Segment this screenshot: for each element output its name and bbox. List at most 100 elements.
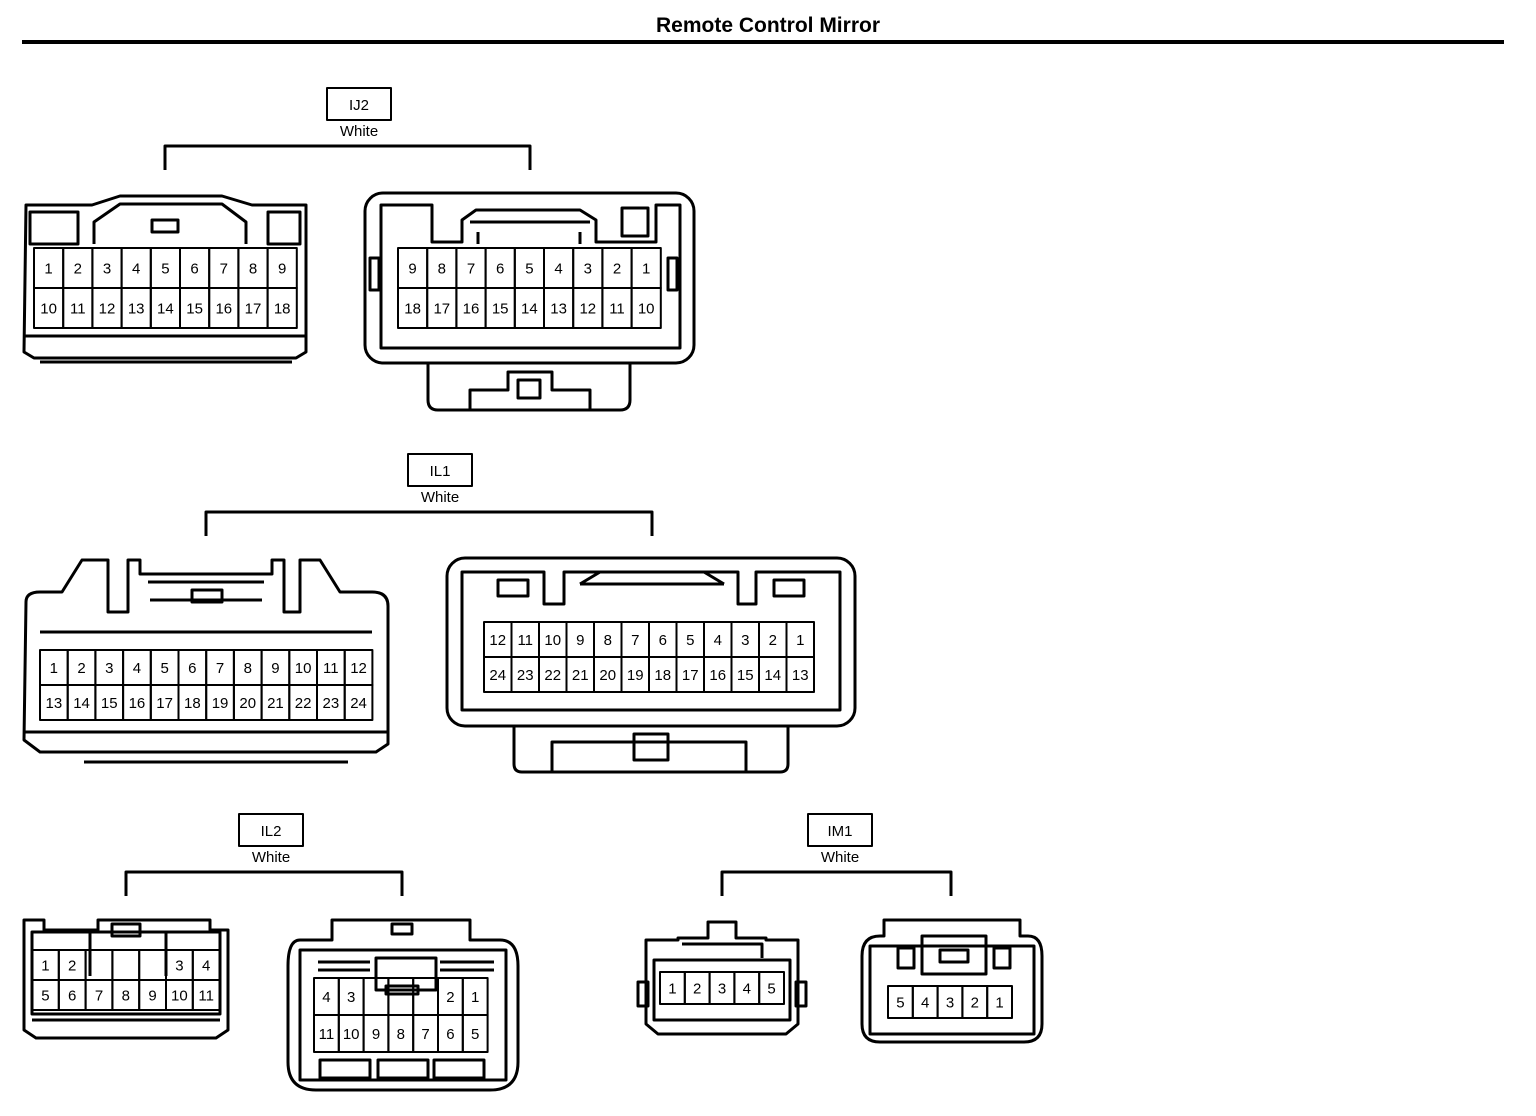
pin-number: 2	[769, 632, 777, 649]
pin-number: 20	[599, 667, 616, 684]
pin-number: 1	[44, 260, 52, 277]
pin-number: 11	[609, 300, 625, 317]
pin-number: 3	[175, 957, 183, 974]
pin-number: 8	[244, 660, 252, 677]
il1-right-housing	[445, 556, 857, 774]
pin-number: 12	[350, 660, 367, 677]
pin-number: 9	[278, 260, 286, 277]
pin-number: 4	[133, 660, 141, 677]
pin-number: 5	[525, 260, 533, 277]
pin-number: 8	[249, 260, 257, 277]
pin-number: 21	[572, 667, 589, 684]
connector-code: IL2	[261, 823, 282, 840]
pin-number: 5	[471, 1026, 479, 1043]
connector-color: White	[340, 123, 378, 140]
pin-blank-cell	[412, 977, 440, 1016]
pin-number: 4	[921, 994, 929, 1011]
pin-number: 5	[686, 632, 694, 649]
pin-number: 3	[741, 632, 749, 649]
im1-left-housing	[636, 920, 808, 1036]
pin-number: 1	[471, 989, 479, 1006]
pin-number: 10	[343, 1026, 360, 1043]
pin-number: 5	[896, 994, 904, 1011]
connector-code: IJ2	[349, 97, 369, 114]
connector-code-box	[238, 813, 304, 847]
pin-number: 16	[709, 667, 726, 684]
pin-number: 13	[46, 695, 63, 712]
pin-number: 13	[792, 667, 809, 684]
pin-number: 15	[186, 300, 203, 317]
pin-number: 3	[584, 260, 592, 277]
pin-number: 15	[101, 695, 118, 712]
pin-number: 16	[463, 300, 480, 317]
pin-number: 21	[267, 695, 284, 712]
pin-blank-cell	[111, 949, 141, 981]
pin-number: 9	[372, 1026, 380, 1043]
pin-number: 11	[517, 632, 533, 649]
pin-number: 6	[68, 987, 76, 1004]
pin-number: 3	[103, 260, 111, 277]
pin-cell	[630, 287, 662, 329]
pin-number: 9	[148, 987, 156, 1004]
pin-number: 2	[77, 660, 85, 677]
pin-number: 4	[322, 989, 330, 1006]
pin-number: 18	[654, 667, 671, 684]
pin-number: 3	[347, 989, 355, 1006]
pin-number: 18	[274, 300, 291, 317]
title-rule	[22, 40, 1504, 44]
pin-cell	[758, 971, 786, 1005]
pin-number: 3	[946, 994, 954, 1011]
pin-number: 13	[128, 300, 145, 317]
bracket	[163, 144, 532, 170]
pin-cell	[191, 979, 221, 1011]
pin-number: 19	[212, 695, 229, 712]
pin-number: 6	[188, 660, 196, 677]
pin-number: 6	[659, 632, 667, 649]
pin-number: 7	[421, 1026, 429, 1043]
pin-number: 19	[627, 667, 644, 684]
pin-number: 2	[74, 260, 82, 277]
connector-color: White	[821, 849, 859, 866]
pin-number: 16	[129, 695, 146, 712]
pin-number: 4	[743, 980, 751, 997]
pin-number: 6	[190, 260, 198, 277]
pin-number: 20	[239, 695, 256, 712]
pin-cell	[986, 985, 1014, 1019]
pin-number: 1	[796, 632, 804, 649]
connector-color: White	[252, 849, 290, 866]
pin-number: 22	[295, 695, 312, 712]
pin-number: 9	[408, 260, 416, 277]
connector-color: White	[421, 489, 459, 506]
pin-number: 4	[202, 957, 210, 974]
pin-number: 15	[492, 300, 509, 317]
pin-number: 10	[638, 300, 655, 317]
pin-number: 7	[220, 260, 228, 277]
pin-number: 11	[323, 660, 339, 677]
pin-number: 1	[50, 660, 58, 677]
pin-cell	[785, 656, 815, 693]
pin-number: 11	[319, 1026, 335, 1043]
im1-right-housing	[860, 918, 1044, 1044]
pin-number: 18	[184, 695, 201, 712]
pin-cell	[461, 1014, 489, 1053]
pin-number: 11	[198, 987, 214, 1004]
pin-number: 11	[70, 300, 86, 317]
pin-number: 5	[161, 260, 169, 277]
pin-number: 2	[446, 989, 454, 1006]
pin-number: 16	[215, 300, 232, 317]
pin-number: 1	[668, 980, 676, 997]
pin-cell	[343, 684, 374, 721]
pin-number: 12	[489, 632, 506, 649]
page-title: Remote Control Mirror	[655, 14, 880, 37]
pin-number: 2	[693, 980, 701, 997]
pin-number: 1	[995, 994, 1003, 1011]
pin-number: 2	[68, 957, 76, 974]
